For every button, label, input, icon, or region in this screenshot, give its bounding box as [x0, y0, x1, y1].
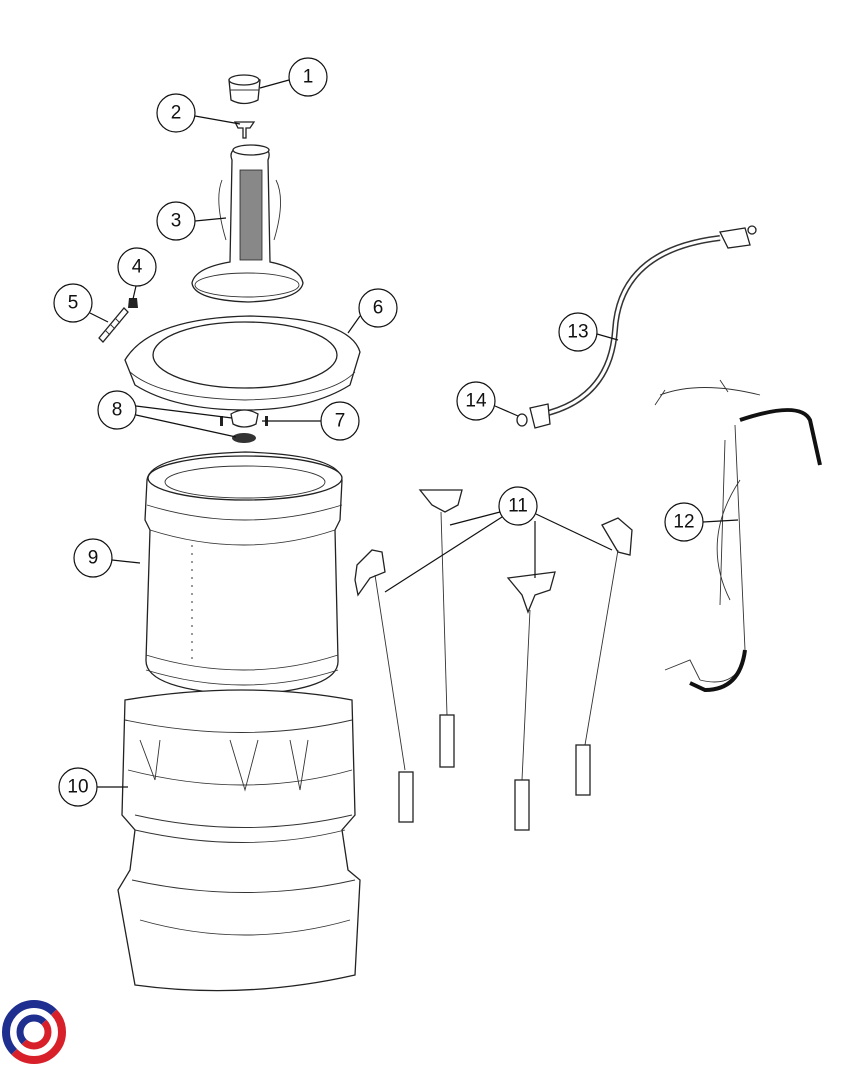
- part-agitator-cap: [228, 74, 261, 105]
- part-balance-ring: [124, 315, 361, 411]
- callout-label: 14: [465, 391, 487, 412]
- callout-label: 5: [68, 293, 79, 314]
- part-outer-tub: [117, 689, 361, 992]
- callout-label: 4: [132, 257, 143, 278]
- callout-label: 11: [508, 496, 528, 517]
- part-drain-hose: [529, 227, 751, 429]
- callout-label: 1: [303, 67, 314, 88]
- callout-4: 4: [117, 247, 157, 287]
- callout-2: 2: [156, 93, 196, 133]
- callout-label: 3: [171, 211, 182, 232]
- part-agitator: [191, 144, 304, 303]
- part-spring-rod: [98, 307, 129, 343]
- callout-label: 10: [67, 777, 88, 798]
- callout-label: 13: [567, 322, 588, 343]
- part-agitator-bolt: [233, 121, 256, 139]
- callout-12: 12: [664, 502, 704, 542]
- callout-label: 7: [335, 411, 346, 432]
- callout-8: 8: [97, 390, 137, 430]
- callout-1: 1: [288, 57, 328, 97]
- callout-label: 9: [88, 548, 99, 569]
- part-nut: [128, 298, 138, 308]
- callout-label: 6: [373, 298, 384, 319]
- callout-5: 5: [53, 283, 93, 323]
- part-hub: [220, 409, 268, 428]
- callout-label: 12: [673, 512, 694, 533]
- callout-14: 14: [456, 381, 496, 421]
- callout-label: 2: [171, 103, 182, 124]
- callout-13: 13: [558, 312, 598, 352]
- callout-3: 3: [156, 201, 196, 241]
- callout-6: 6: [358, 288, 398, 328]
- callout-label: 8: [112, 400, 123, 421]
- brand-logo: [2, 1000, 66, 1064]
- part-suspension-rods: [354, 489, 633, 831]
- callout-10: 10: [58, 767, 98, 807]
- part-washers: [232, 433, 256, 443]
- leader-lines: [89, 79, 739, 788]
- callout-7: 7: [320, 401, 360, 441]
- part-clamp: [516, 225, 757, 427]
- part-wire-harness: [654, 379, 822, 693]
- callout-9: 9: [73, 538, 113, 578]
- part-wash-basket: [144, 451, 343, 696]
- callout-11: 11: [498, 486, 538, 526]
